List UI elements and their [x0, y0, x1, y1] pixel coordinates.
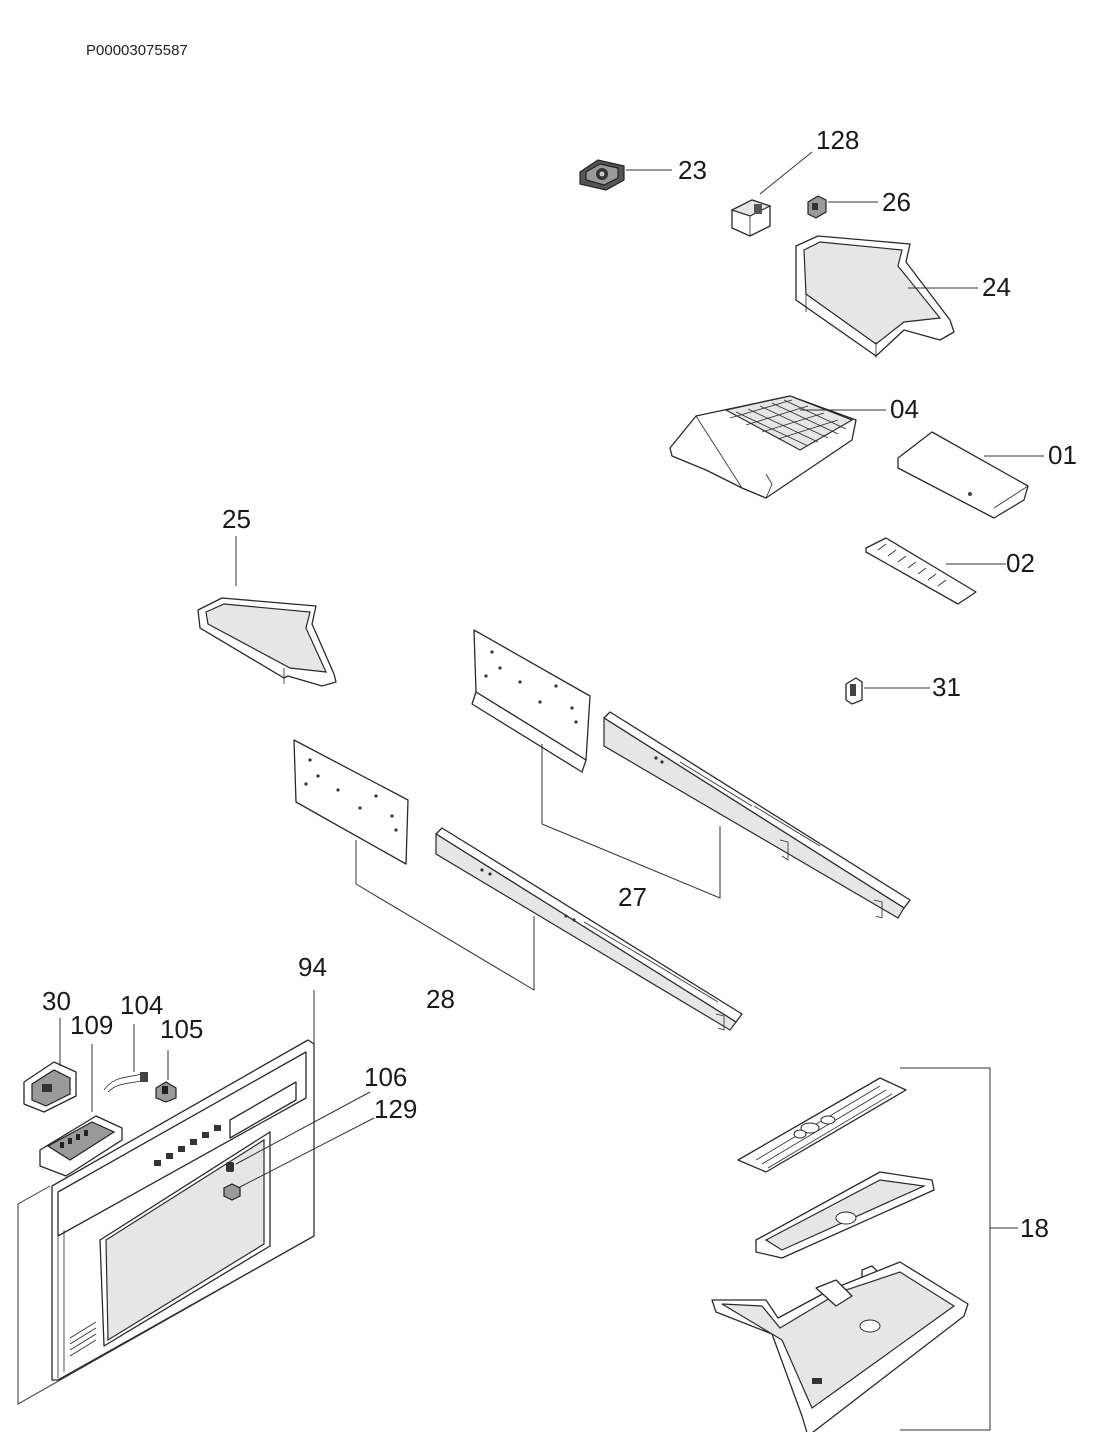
plate-holes-27	[484, 650, 578, 724]
leader-128	[759, 151, 813, 195]
part-01-lid[interactable]	[897, 431, 1029, 519]
part-105-connector[interactable]	[155, 1081, 177, 1103]
part-02-grille-strip[interactable]	[865, 537, 977, 605]
callout-129: 129	[374, 1094, 417, 1124]
leader-28	[355, 840, 535, 991]
callout-109: 109	[70, 1010, 113, 1040]
leader-106	[235, 1091, 371, 1165]
grille-pattern	[729, 399, 847, 447]
callout-labels: 23 128 26 24 04 01 25 02 31 27 28 94 30 …	[42, 125, 1077, 1243]
callout-23: 23	[678, 155, 707, 185]
part-106-lens[interactable]	[226, 1162, 234, 1172]
callout-27: 27	[618, 882, 647, 912]
part-104-wire-harness[interactable]	[103, 1072, 148, 1093]
strip-slots	[877, 543, 947, 587]
callout-31: 31	[932, 672, 961, 702]
part-04-top-cover[interactable]	[669, 395, 857, 499]
part-128-connector-box[interactable]	[730, 199, 772, 237]
callout-28: 28	[426, 984, 455, 1014]
part-18-drip-tray-assembly[interactable]	[711, 1077, 969, 1432]
callout-105: 105	[160, 1014, 203, 1044]
callout-94: 94	[298, 952, 327, 982]
callout-18: 18	[1020, 1213, 1049, 1243]
part-129-knob[interactable]	[223, 1183, 241, 1201]
vent-slots	[69, 1321, 97, 1357]
leader-27	[541, 744, 721, 899]
leader-18	[900, 1067, 991, 1431]
tray-grille-slots	[755, 1085, 893, 1169]
callout-128: 128	[816, 125, 859, 155]
part-94-front-panel[interactable]	[51, 1039, 315, 1381]
part-26-clip[interactable]	[807, 195, 827, 219]
callout-04: 04	[890, 394, 919, 424]
callout-26: 26	[882, 187, 911, 217]
callout-25: 25	[222, 504, 251, 534]
display-segments	[60, 1130, 88, 1148]
part-27-slide-assembly[interactable]	[471, 629, 911, 919]
document-id: P00003075587	[86, 42, 188, 59]
leader-129	[237, 1117, 375, 1189]
part-23-fan[interactable]	[579, 159, 625, 191]
part-31-switch[interactable]	[845, 677, 863, 705]
callout-30: 30	[42, 986, 71, 1016]
callout-24: 24	[982, 272, 1011, 302]
part-30-circuit-board[interactable]	[23, 1061, 77, 1113]
callout-104: 104	[120, 990, 163, 1020]
plate-holes-28	[304, 758, 398, 832]
control-buttons	[154, 1125, 221, 1166]
part-109-display-board[interactable]	[39, 1115, 123, 1177]
callout-106: 106	[364, 1062, 407, 1092]
leader-94	[17, 990, 315, 1405]
callout-01: 01	[1048, 440, 1077, 470]
part-24-drip-tray[interactable]	[795, 235, 955, 358]
part-28-slide-assembly[interactable]	[293, 739, 743, 1031]
callout-02: 02	[1006, 548, 1035, 578]
part-25-drip-tray[interactable]	[197, 597, 337, 687]
